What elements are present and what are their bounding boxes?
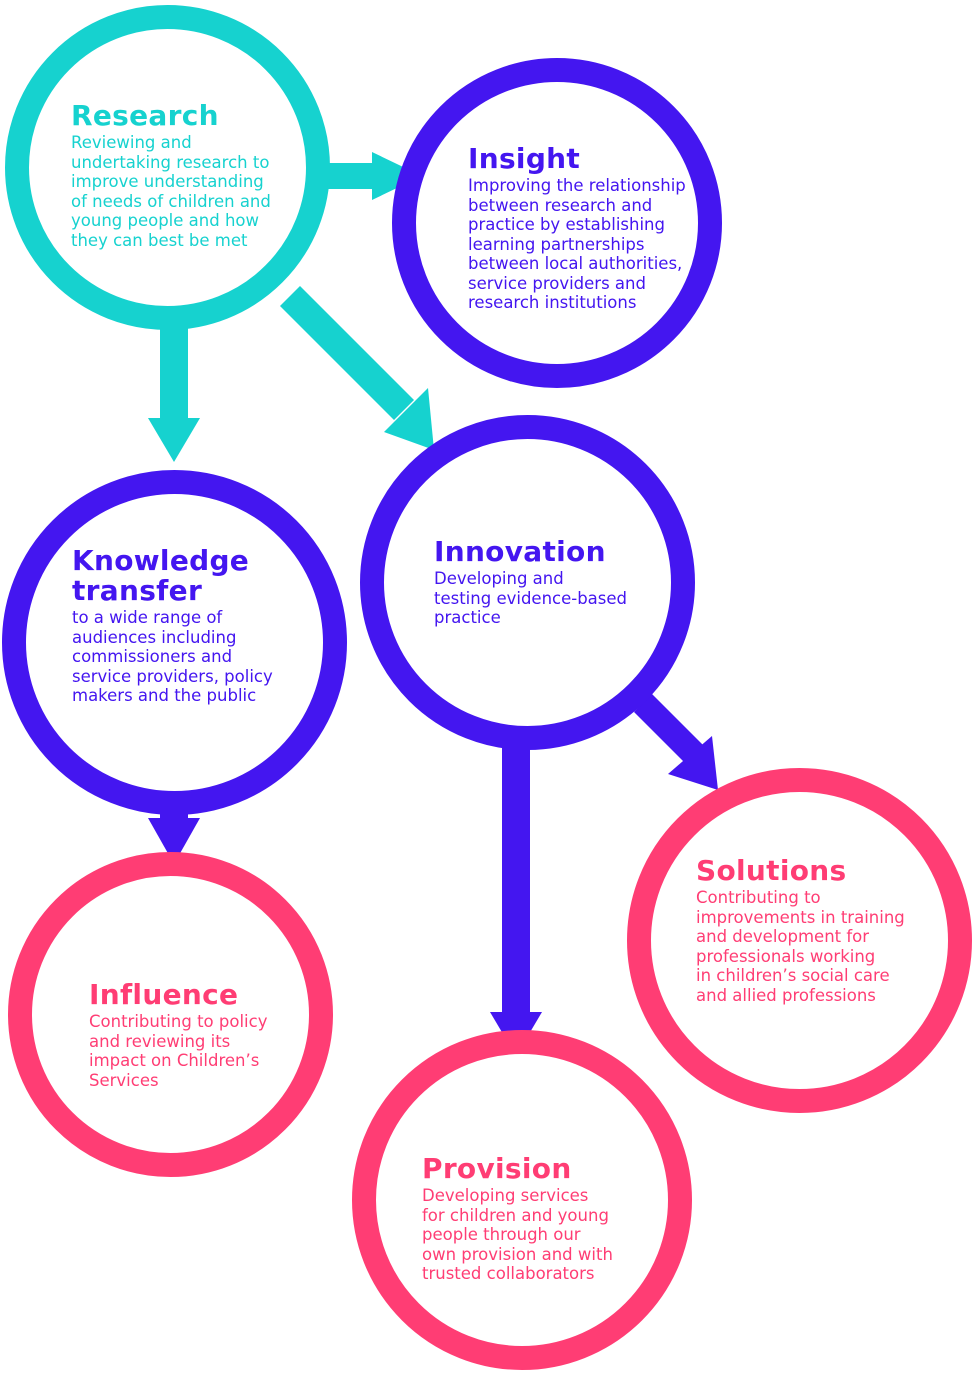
knowledge-transfer-title: Knowledge transfer [72, 544, 250, 607]
influence-node: Influence Contributing to policy and rev… [8, 852, 333, 1177]
solutions-title: Solutions [696, 854, 847, 887]
innovation-node: Innovation Developing and testing eviden… [360, 415, 695, 750]
provision-title: Provision [422, 1152, 572, 1185]
insight-node: Insight Improving the relationship betwe… [392, 58, 722, 388]
provision-node: Provision Developing services for childr… [352, 1030, 692, 1370]
solutions-text: Solutions Contributing to improvements i… [696, 856, 946, 1005]
knowledge-transfer-text: Knowledge transfer to a wide range of au… [72, 546, 322, 706]
influence-title: Influence [89, 978, 239, 1011]
insight-description: Improving the relationship between resea… [468, 176, 686, 312]
research-node: Research Reviewing and undertaking resea… [5, 5, 330, 330]
insight-title: Insight [468, 142, 581, 175]
innovation-title: Innovation [434, 535, 606, 568]
research-description: Reviewing and undertaking research to im… [71, 133, 271, 250]
insight-text: Insight Improving the relationship betwe… [468, 144, 728, 313]
arrow-research-to-insight [320, 152, 422, 200]
arrow-research-to-knowledge-transfer [148, 320, 200, 462]
knowledge-transfer-node: Knowledge transfer to a wide range of au… [2, 470, 347, 815]
solutions-node: Solutions Contributing to improvements i… [627, 768, 972, 1113]
knowledge-transfer-description: to a wide range of audiences including c… [72, 608, 273, 705]
arrow-innovation-to-solutions [634, 694, 718, 790]
influence-text: Influence Contributing to policy and rev… [89, 980, 319, 1090]
solutions-description: Contributing to improvements in training… [696, 888, 905, 1005]
provision-description: Developing services for children and you… [422, 1186, 613, 1283]
arrow-innovation-to-provision [490, 745, 542, 1056]
research-text: Research Reviewing and undertaking resea… [71, 101, 321, 250]
provision-text: Provision Developing services for childr… [422, 1154, 662, 1284]
influence-description: Contributing to policy and reviewing its… [89, 1012, 268, 1090]
arrow-research-to-innovation [280, 286, 434, 450]
innovation-description: Developing and testing evidence-based pr… [434, 569, 628, 627]
innovation-text: Innovation Developing and testing eviden… [434, 537, 684, 628]
research-title: Research [71, 99, 219, 132]
